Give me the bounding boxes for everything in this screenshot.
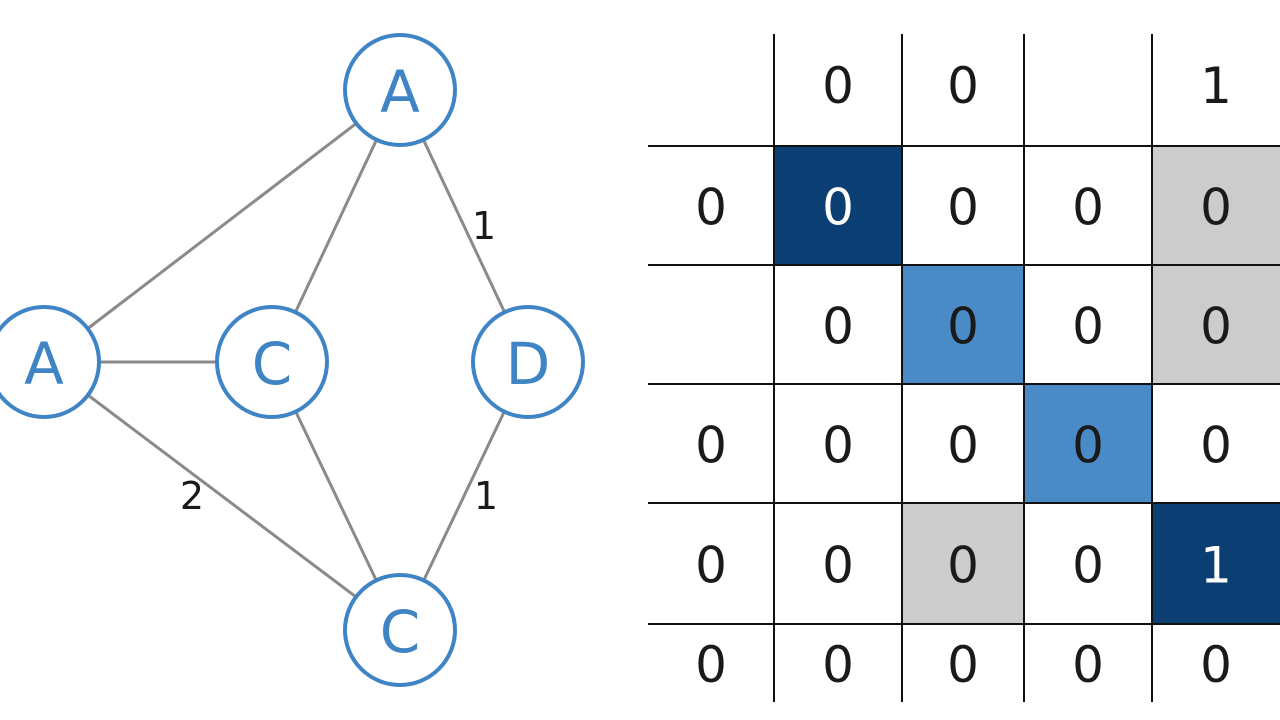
- node-d-right: D: [471, 305, 585, 419]
- value-layer: 0 0 1 0 0 0 0 0 0 0 0 0 0 0 0 0 0 0 0 0 0 1 0 0 0 0 0: [695, 57, 1232, 694]
- node-circle: [215, 305, 329, 419]
- matrix-cell: 0: [1072, 179, 1104, 237]
- matrix-cell: 0: [695, 417, 727, 475]
- node-label: A: [24, 330, 64, 398]
- node-layer: A A C D C: [0, 33, 585, 687]
- matrix-cell: 0: [695, 537, 727, 595]
- node-a-top: A: [343, 33, 457, 147]
- node-label: A: [380, 58, 420, 126]
- node-label: D: [506, 330, 551, 398]
- matrix-cell: 0: [822, 636, 854, 694]
- node-c-mid: C: [215, 305, 329, 419]
- cell-highlight-medium: [1024, 384, 1152, 503]
- matrix-cell: 0: [695, 636, 727, 694]
- matrix-cell: 0: [695, 179, 727, 237]
- matrix-header-cell: 0: [822, 57, 854, 115]
- edge-weight-label: 1: [474, 474, 498, 518]
- cell-highlight-dark: [1152, 503, 1280, 624]
- node-circle: [343, 573, 457, 687]
- grid-layer: [648, 34, 1280, 702]
- node-circle: [471, 305, 585, 419]
- matrix-cell: 1: [1200, 537, 1232, 595]
- matrix-cell: 0: [1200, 636, 1232, 694]
- matrix-cell: 0: [1200, 298, 1232, 356]
- matrix-cell: 0: [1200, 417, 1232, 475]
- matrix-cell: 0: [822, 417, 854, 475]
- matrix-cell: 0: [822, 537, 854, 595]
- node-label: C: [252, 330, 293, 398]
- cell-highlight-gray: [902, 503, 1024, 624]
- matrix-cell: 0: [947, 179, 979, 237]
- cell-highlight-gray: [1152, 265, 1280, 384]
- matrix-cell: 0: [1072, 537, 1104, 595]
- cell-highlight-dark: [774, 146, 902, 265]
- matrix-cell: 0: [1072, 417, 1104, 475]
- node-a-left: A: [0, 305, 101, 419]
- matrix-cell: 0: [947, 298, 979, 356]
- edge-weight-label: 1: [472, 204, 496, 248]
- edge-weight-label: 2: [180, 474, 204, 518]
- node-label: C: [380, 598, 421, 666]
- matrix-cell: 0: [947, 537, 979, 595]
- matrix-cell: 0: [822, 298, 854, 356]
- matrix-cell: 0: [1200, 179, 1232, 237]
- matrix-cell: 0: [1072, 636, 1104, 694]
- node-circle: [0, 305, 101, 419]
- edge-a-top-a-left: [43, 88, 401, 364]
- matrix-cell: 0: [947, 636, 979, 694]
- node-c-bottom: C: [343, 573, 457, 687]
- edge-a-left-c-bottom: [43, 360, 401, 632]
- matrix-cell: 0: [1072, 298, 1104, 356]
- matrix-header-cell: 0: [947, 57, 979, 115]
- matrix-header-cell: 1: [1200, 57, 1232, 115]
- node-circle: [343, 33, 457, 147]
- cell-highlight-medium: [902, 265, 1024, 384]
- matrix-cell: 0: [947, 417, 979, 475]
- matrix-cell: 0: [822, 179, 854, 237]
- cell-layer: [774, 146, 1280, 624]
- cell-highlight-gray: [1152, 146, 1280, 265]
